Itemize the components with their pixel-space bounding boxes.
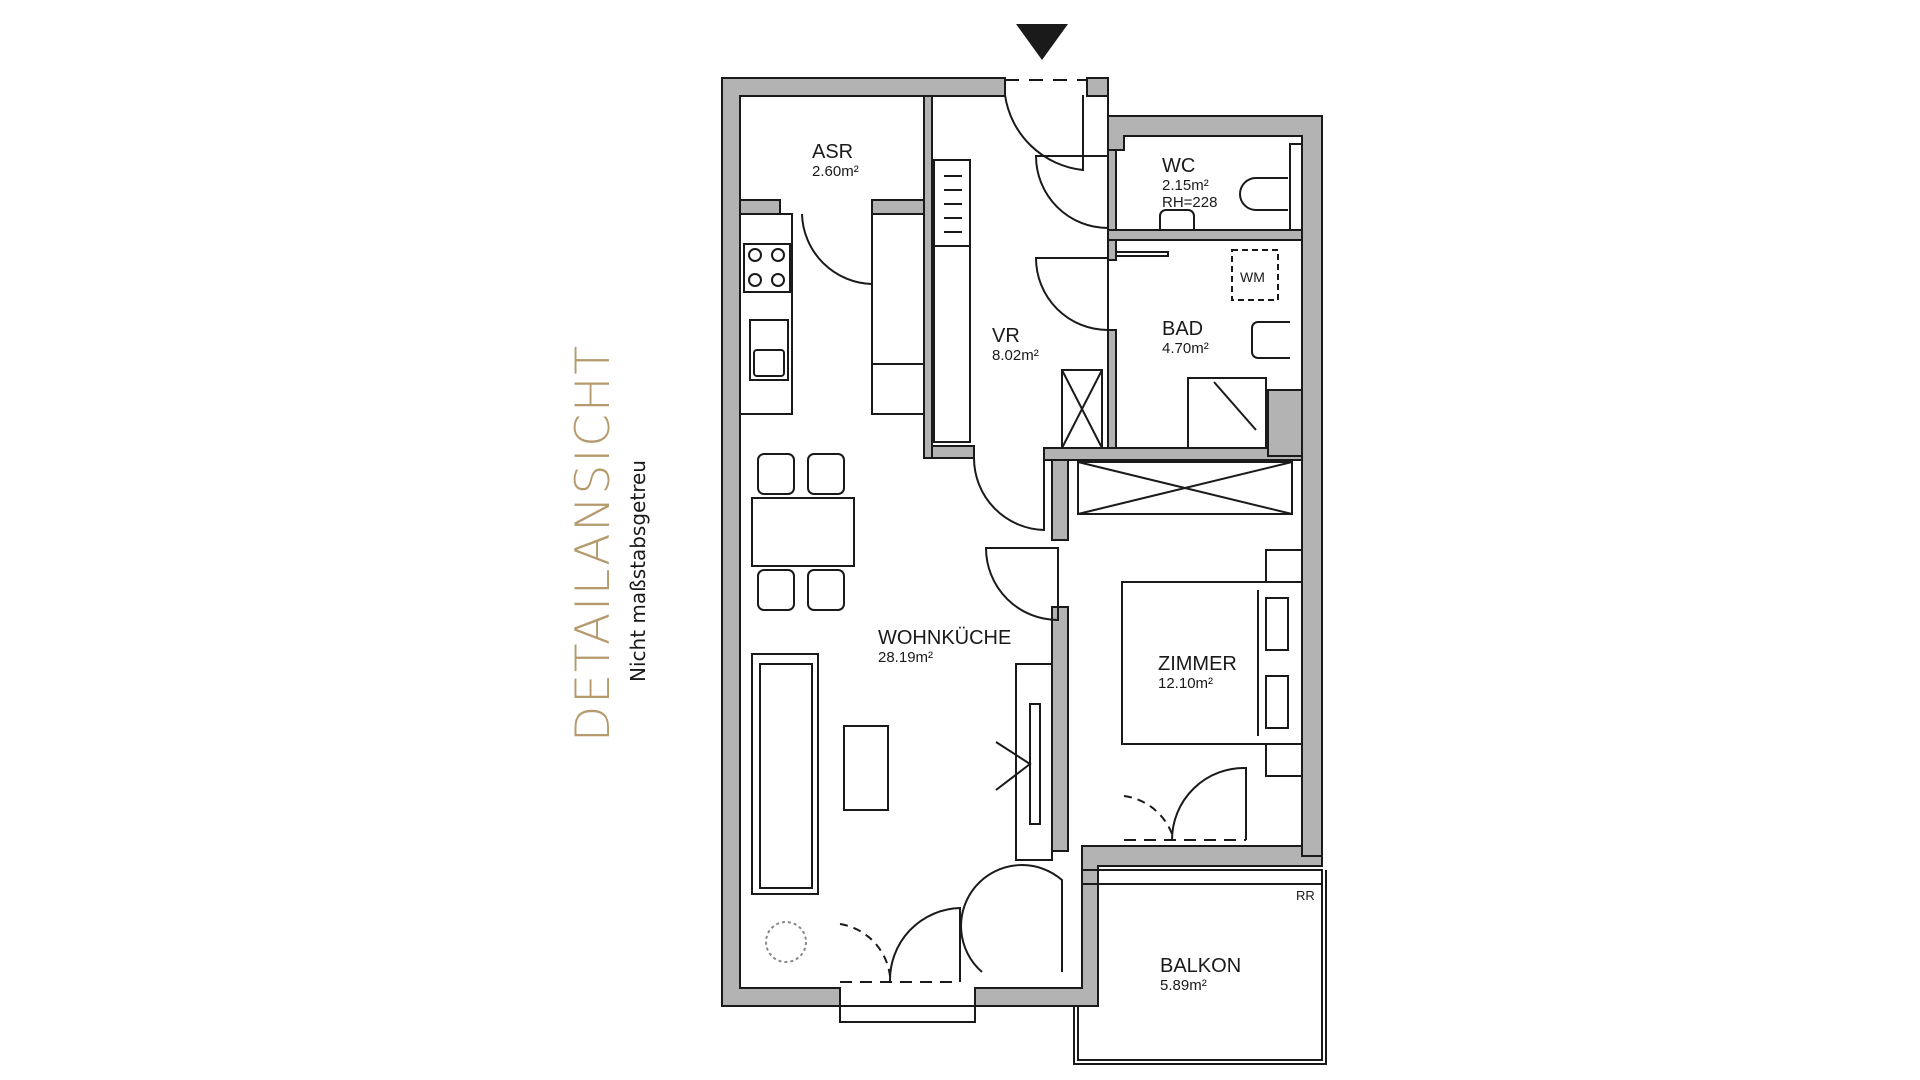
sofa	[751, 653, 819, 895]
washing-machine-label: WM	[1240, 269, 1265, 285]
interior-wall	[1107, 149, 1117, 231]
plant-icon	[765, 921, 807, 963]
interior-wall	[1107, 229, 1303, 241]
exterior-wall	[1086, 77, 1323, 857]
room-area-balkon: 5.89m²	[1160, 977, 1207, 994]
cooktop	[743, 243, 791, 293]
interior-wall	[871, 199, 925, 215]
nightstand	[1265, 549, 1303, 583]
fridge	[871, 363, 925, 415]
interior-wall	[931, 445, 975, 459]
tall-cabinet	[871, 213, 925, 415]
dining-table	[751, 497, 855, 567]
room-area-bad: 4.70m²	[1162, 340, 1209, 357]
sink	[749, 319, 789, 381]
balcony-slab	[1081, 869, 1323, 885]
wc-door	[1034, 155, 1109, 230]
room-name-asr: ASR	[812, 141, 853, 163]
room-area-zimmer: 12.10m²	[1158, 675, 1213, 692]
hall-cabinet	[933, 245, 971, 443]
room-area-wc: 2.15m²	[1162, 177, 1209, 194]
room-name-wohnkueche: WOHNKÜCHE	[878, 627, 1011, 649]
hall-door	[973, 457, 1045, 532]
exterior-wall	[974, 845, 1323, 1007]
terrace-door	[888, 906, 961, 983]
wardrobe	[1077, 461, 1293, 515]
interior-wall	[1051, 606, 1069, 852]
balcony-railing	[1077, 870, 1323, 1061]
interior-wall	[1267, 389, 1303, 457]
entrance-arrow-icon	[1016, 24, 1068, 60]
toilet	[1239, 177, 1288, 211]
room-name-wc: WC	[1162, 155, 1195, 177]
exterior-wall	[721, 77, 1006, 1007]
coffee-table	[843, 725, 889, 811]
shower	[1187, 377, 1267, 449]
room-name-balkon: BALKON	[1160, 955, 1241, 977]
tv-unit	[1015, 663, 1053, 861]
entrance-door	[1004, 94, 1084, 172]
room-name-zimmer: ZIMMER	[1158, 653, 1237, 675]
rain-pipe-label: RR	[1296, 888, 1315, 903]
wc-basin	[1159, 209, 1195, 230]
bedroom-balcony-door	[1171, 766, 1247, 841]
room-name-bad: BAD	[1162, 318, 1203, 340]
room-note-wc: RH=228	[1162, 194, 1217, 211]
interior-wall	[923, 95, 933, 459]
interior-wall	[1043, 447, 1303, 461]
room-labels: ASR 2.60m² WC 2.15m² RH=228 VR 8.02m² BA…	[812, 141, 1315, 994]
room-area-vr: 8.02m²	[992, 347, 1039, 364]
interior-wall	[1107, 239, 1117, 261]
bath-door	[1034, 257, 1109, 332]
nightstand	[1265, 743, 1303, 777]
interior-wall	[739, 199, 781, 215]
chair	[807, 569, 845, 611]
bath-basin	[1251, 321, 1290, 359]
storage-door	[801, 213, 873, 286]
room-area-asr: 2.60m²	[812, 163, 859, 180]
bedroom-door	[984, 547, 1059, 622]
chair	[757, 569, 795, 611]
chair	[757, 453, 795, 495]
interior-wall	[1107, 329, 1117, 449]
kitchen-counter	[739, 213, 793, 415]
shaft	[1061, 369, 1103, 449]
chair	[807, 453, 845, 495]
bed	[1121, 581, 1303, 745]
living-balcony-door	[960, 864, 1063, 973]
coat-rack-icon	[944, 175, 962, 233]
room-name-vr: VR	[992, 325, 1020, 347]
room-area-wohnkueche: 28.19m²	[878, 649, 933, 666]
interior-wall	[1051, 459, 1069, 541]
washing-machine	[1231, 249, 1279, 301]
